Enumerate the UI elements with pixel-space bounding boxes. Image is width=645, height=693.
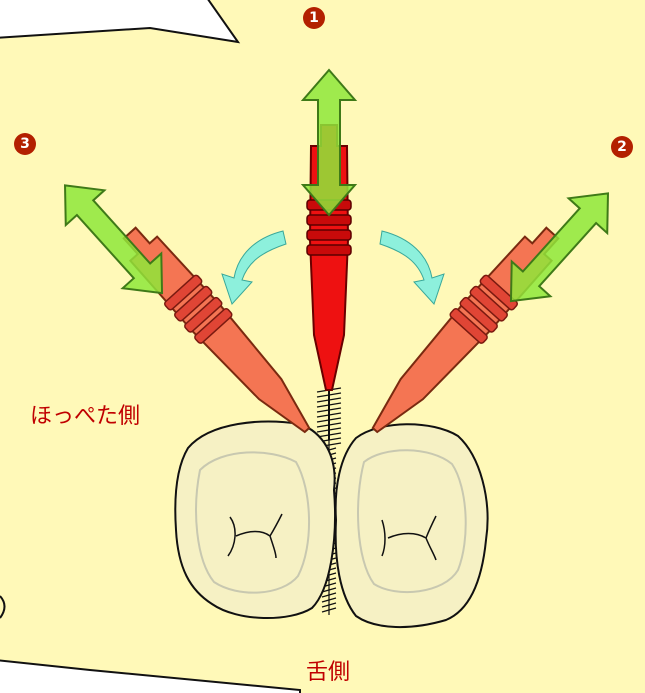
speech-bubble-bottom (0, 660, 300, 693)
arrow-vertical-icon (303, 70, 355, 215)
marker-3: 3 (14, 133, 36, 155)
tooth-right (336, 424, 488, 627)
rotate-left-icon (222, 231, 286, 304)
brush-2 (359, 218, 569, 444)
marker-1: 1 (303, 7, 325, 29)
arrow-right-diagonal-icon (492, 176, 628, 319)
tooth-left (175, 422, 335, 618)
tongue-side-label: 舌側 (306, 654, 350, 686)
arrow-left-diagonal-icon (46, 168, 182, 311)
cheek-side-label: ほっぺた側 (30, 398, 140, 430)
rotate-right-icon (380, 231, 444, 304)
speech-bubble-top (0, 0, 238, 42)
brush-3 (113, 218, 323, 444)
marker-2: 2 (611, 136, 633, 158)
